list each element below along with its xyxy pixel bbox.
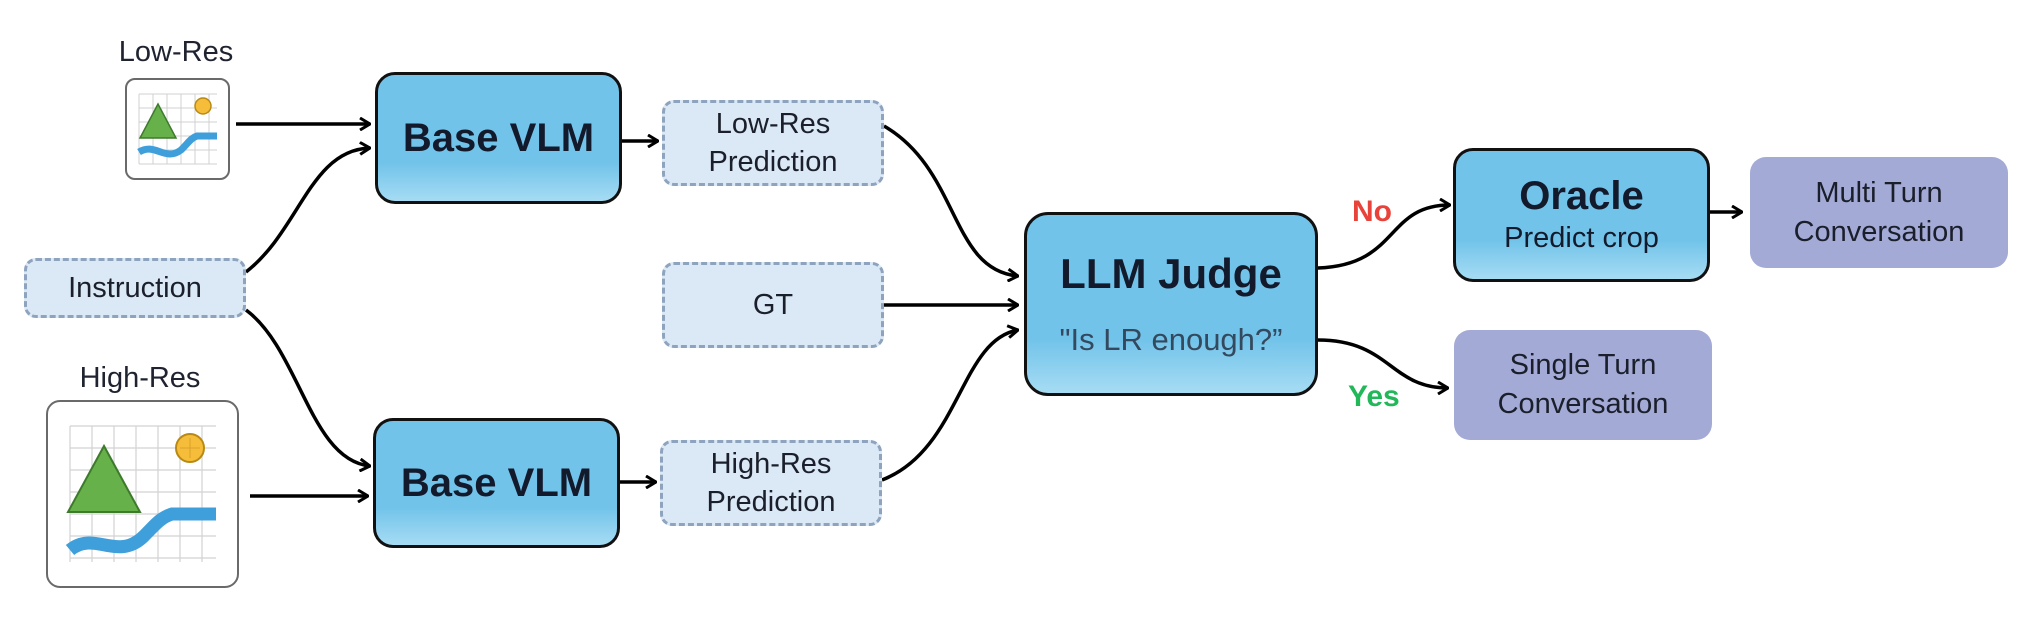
instruction-box: Instruction (24, 258, 246, 318)
single-turn-conversation-box: Single Turn Conversation (1454, 330, 1712, 440)
arrow-judge-to-oracle (1317, 205, 1450, 270)
low-res-prediction-line2: Prediction (708, 146, 838, 178)
arrow-instruction-to-vlm-bottom (244, 308, 370, 466)
yes-branch-label: Yes (1348, 380, 1400, 413)
arrow-instruction-to-vlm-top (244, 148, 370, 274)
low-res-label: Low-Res (118, 36, 234, 68)
base-vlm-top: Base VLM (375, 72, 622, 204)
base-vlm-bottom-label: Base VLM (400, 460, 593, 505)
base-vlm-top-label: Base VLM (402, 115, 595, 160)
arrow-highres-pred-to-judge (881, 330, 1018, 482)
high-res-prediction-line1: High-Res (710, 448, 832, 480)
high-res-prediction-line2: Prediction (706, 486, 836, 518)
low-res-image (125, 78, 230, 180)
gt-label: GT (752, 289, 794, 321)
gt-box: GT (662, 262, 884, 348)
low-res-prediction-line1: Low-Res (715, 108, 831, 140)
instruction-label: Instruction (68, 272, 202, 304)
single-turn-line1: Single Turn (1509, 349, 1657, 381)
no-branch-label: No (1352, 195, 1392, 228)
low-res-scene-icon (137, 93, 217, 165)
high-res-label: High-Res (79, 362, 201, 394)
oracle-title: Oracle (1519, 174, 1644, 218)
multi-turn-line2: Conversation (1793, 215, 1965, 248)
llm-judge-box: LLM Judge "Is LR enough?” (1024, 212, 1318, 396)
base-vlm-bottom: Base VLM (373, 418, 620, 548)
high-res-prediction-box: High-Res Prediction (660, 440, 882, 526)
oracle-subtitle: Predict crop (1504, 222, 1659, 254)
oracle-box: Oracle Predict crop (1453, 148, 1710, 282)
single-turn-line2: Conversation (1497, 388, 1669, 420)
arrow-judge-to-single-turn (1317, 338, 1448, 388)
llm-judge-question: "Is LR enough?” (1059, 322, 1283, 357)
multi-turn-conversation-box: Multi Turn Conversation (1750, 157, 2008, 268)
low-res-prediction-box: Low-Res Prediction (662, 100, 884, 186)
llm-judge-title: LLM Judge (1060, 250, 1282, 297)
high-res-image (46, 400, 239, 588)
high-res-scene-icon (65, 425, 216, 562)
multi-turn-line1: Multi Turn (1815, 176, 1943, 209)
arrow-lowres-pred-to-judge (883, 124, 1018, 276)
